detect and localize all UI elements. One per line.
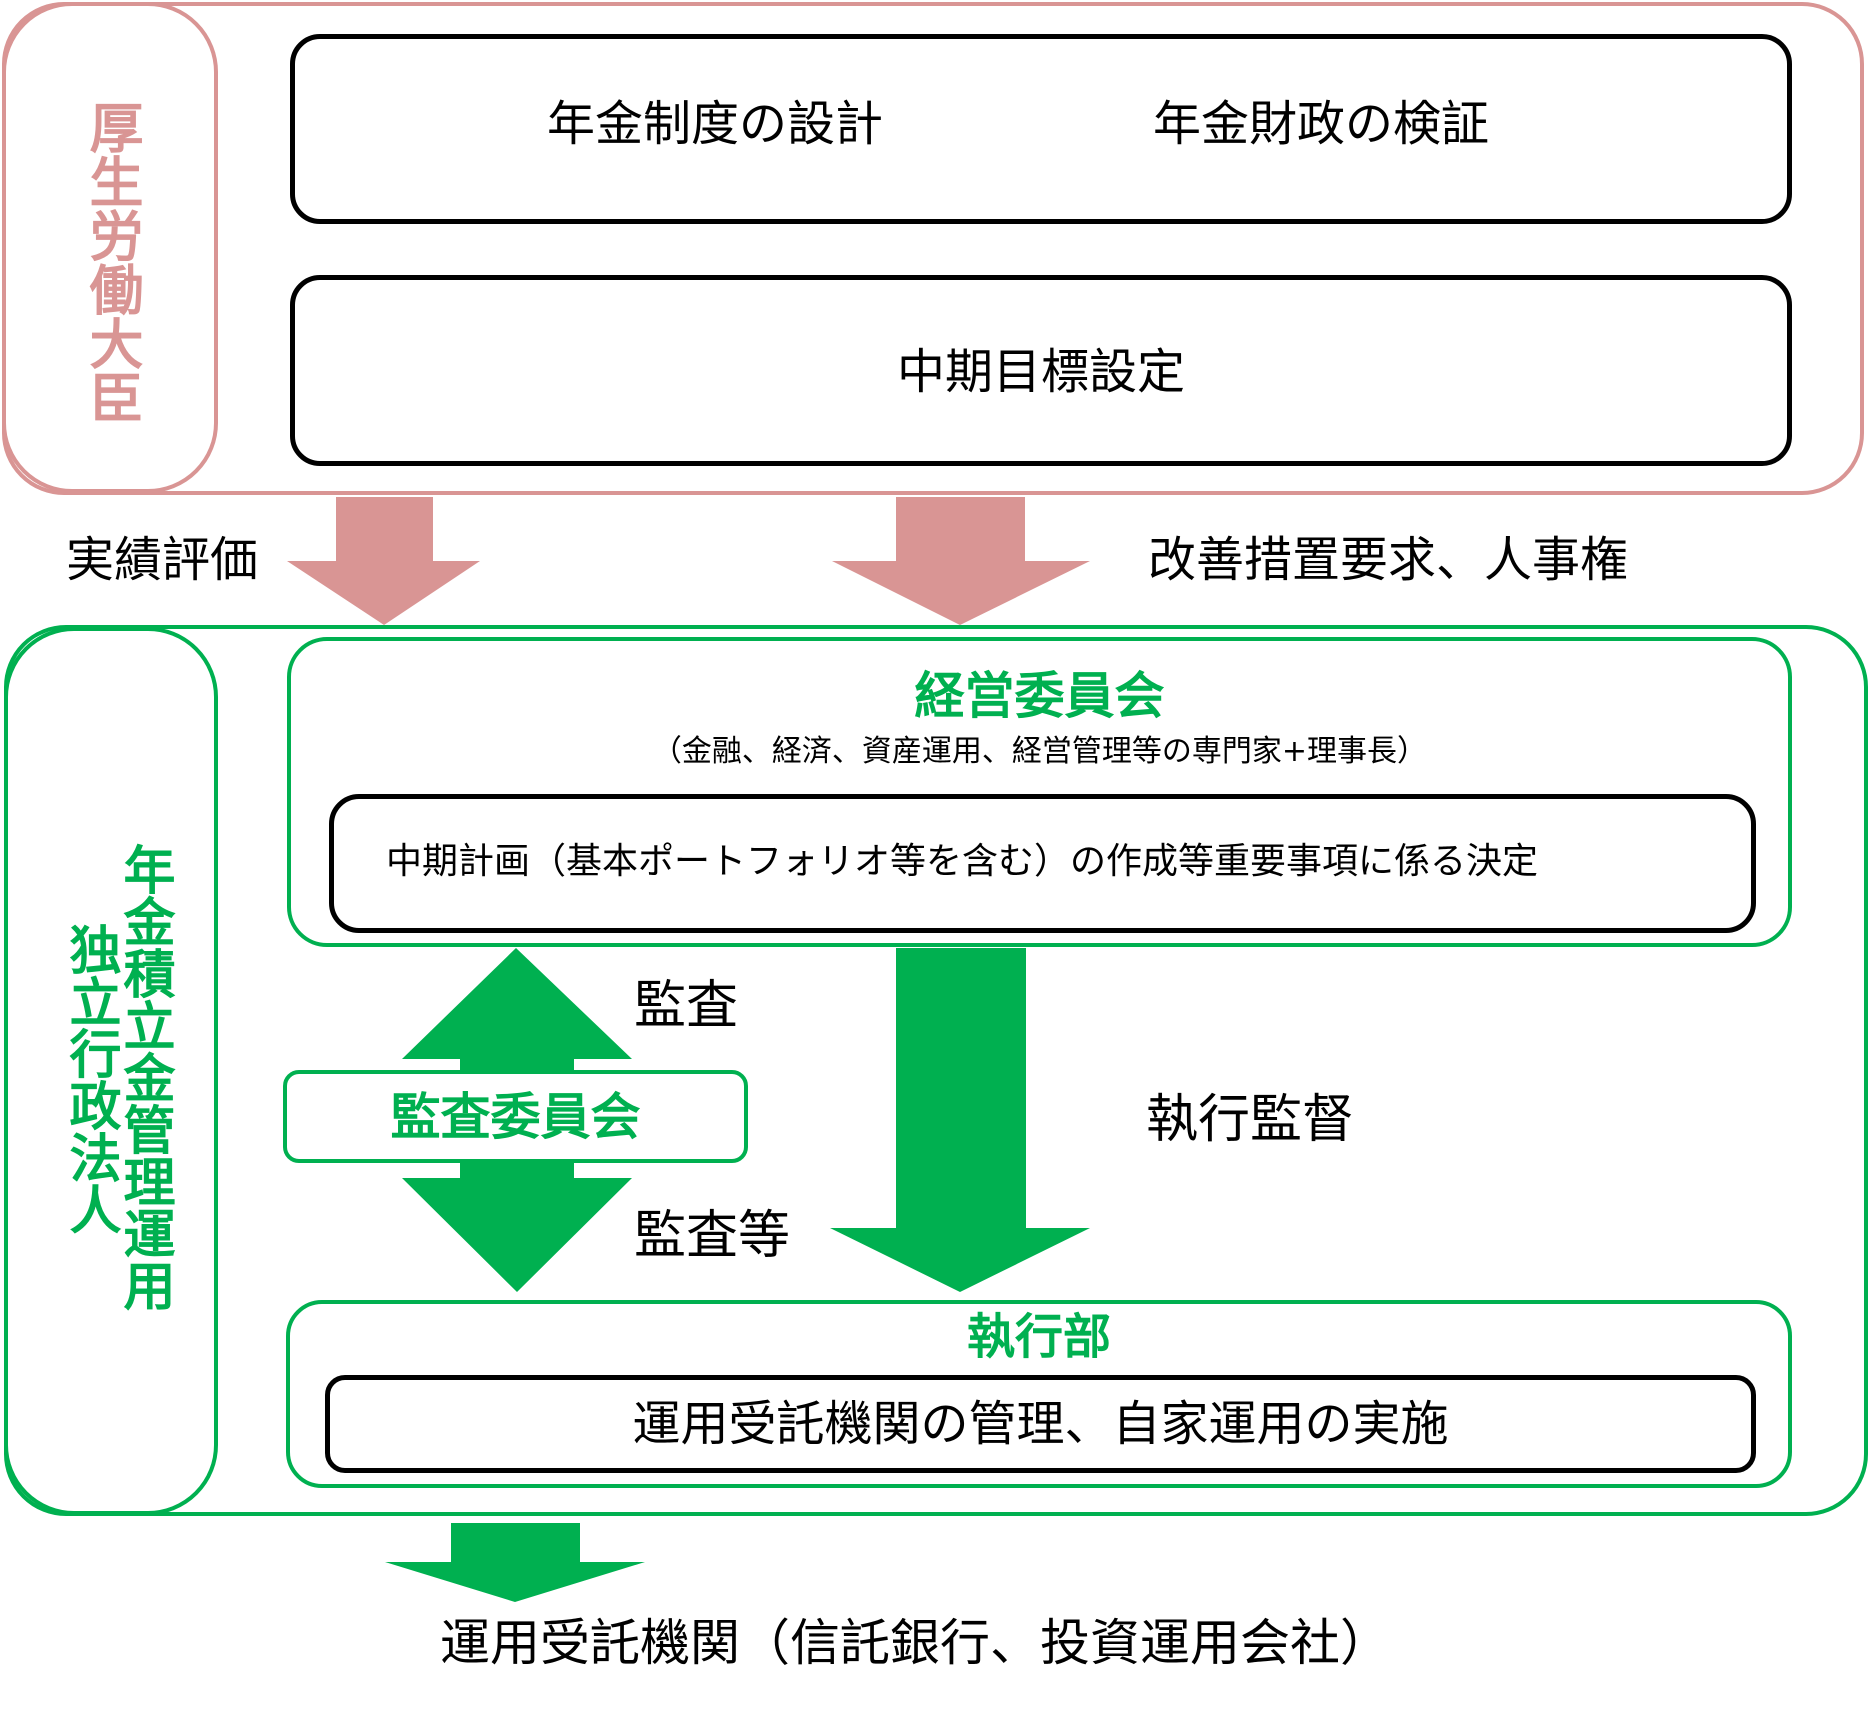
ministry-name: 厚生労働大臣 xyxy=(80,100,143,424)
executive-office-title: 執行部 xyxy=(966,1309,1111,1365)
board-duty: 中期計画（基本ポートフォリオ等を含む）の作成等重要事項に係る決定 xyxy=(386,841,1539,882)
board-title: 経営委員会 xyxy=(914,667,1165,725)
audit-committee-box: 監査委員会 xyxy=(283,1070,748,1163)
execution-supervision-label: 執行監督 xyxy=(1146,1090,1355,1150)
performance-evaluation-label: 実績評価 xyxy=(66,532,259,588)
pension-system-design: 年金制度の設計 xyxy=(547,96,884,152)
external-managers-label: 運用受託機関（信託銀行、投資運用会社） xyxy=(440,1614,1390,1672)
audit-committee-title: 監査委員会 xyxy=(390,1088,641,1146)
improvement-request-arrow xyxy=(832,497,1090,625)
gpif-name-line2: 独立行政法人 xyxy=(60,923,120,1235)
executive-duty-box: 運用受託機関の管理、自家運用の実施 xyxy=(325,1375,1756,1473)
ministry-box-midterm-goal: 中期目標設定 xyxy=(290,275,1792,466)
midterm-goal-setting: 中期目標設定 xyxy=(896,344,1185,400)
pension-finance-verification: 年金財政の検証 xyxy=(1153,96,1490,152)
board-duty-box: 中期計画（基本ポートフォリオ等を含む）の作成等重要事項に係る決定 xyxy=(329,794,1756,933)
board-members: （金融、経済、資産運用、経営管理等の専門家+理事長） xyxy=(651,734,1428,769)
gpif-name-line1: 年金積立金管理運用 xyxy=(114,843,174,1311)
performance-evaluation-arrow xyxy=(287,497,480,625)
ministry-box-design-verification: 年金制度の設計 年金財政の検証 xyxy=(290,34,1792,224)
audit-up-label: 監査 xyxy=(634,976,739,1036)
ministry-label-pill: 厚生労働大臣 xyxy=(2,2,218,493)
gpif-label-pill: 年金積立金管理運用 独立行政法人 xyxy=(4,627,218,1515)
audit-down-label: 監査等 xyxy=(634,1206,791,1266)
executive-duty: 運用受託機関の管理、自家運用の実施 xyxy=(632,1396,1449,1452)
improvement-request-label: 改善措置要求、人事権 xyxy=(1148,532,1629,588)
external-managers-arrow xyxy=(385,1523,645,1602)
